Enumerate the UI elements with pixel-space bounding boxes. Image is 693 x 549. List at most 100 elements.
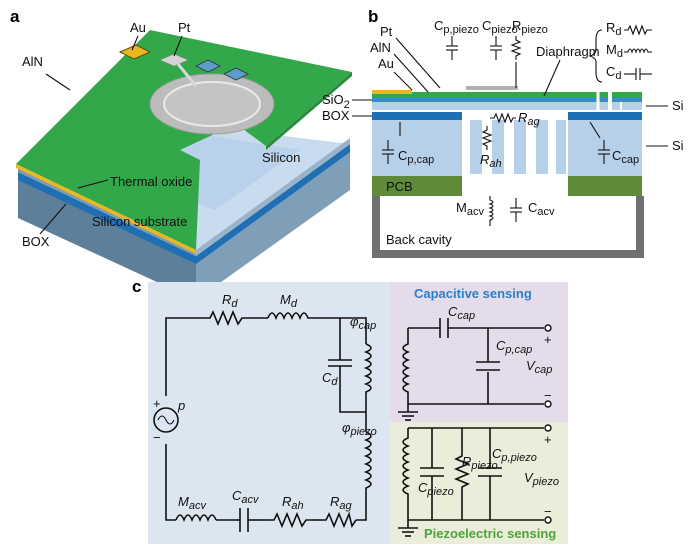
transformer-cap-secondary [402, 328, 411, 404]
label-rah: Rah [282, 494, 304, 512]
vpiezo-minus-sign: − [544, 504, 552, 519]
pcb-left [372, 176, 462, 196]
vcap-terminal-plus[interactable] [544, 324, 552, 332]
label-phi-piezo: φpiezo [342, 420, 377, 438]
vent-hole-1 [195, 59, 221, 73]
mechanical-loop-wires [165, 317, 367, 521]
legend-rd: Rd [606, 20, 622, 38]
label-vcap: Vcap [526, 358, 552, 376]
label-md: Md [280, 292, 298, 310]
source-minus: − [153, 430, 161, 445]
panel-a-letter: a [10, 7, 20, 26]
pressure-source [153, 407, 179, 433]
label-cacv: Cacv [232, 488, 260, 506]
backplate-finger-3 [514, 120, 526, 174]
si-device-step [612, 102, 620, 110]
label-r-ah: Rah [480, 152, 502, 170]
panel-c: c Capacitive sensing Piezoelectric sensi… [132, 277, 568, 544]
r-ah-resistor-symbol [481, 126, 493, 150]
label-rpiezo: Rpiezo [462, 454, 498, 472]
si-block-left [372, 120, 462, 176]
vcap-terminal-minus[interactable] [544, 400, 552, 408]
backplate-finger-5 [556, 120, 566, 174]
aln-top-surface [16, 30, 352, 250]
diaphragm-electrode [163, 81, 261, 127]
vcap-plus-sign: + [544, 332, 552, 347]
panel-b: b PCB Back cavity Pt AlN [322, 7, 684, 258]
label-b-pt: Pt [380, 24, 393, 39]
r-piezo-resistor [453, 452, 471, 490]
si-device-layer [372, 102, 608, 110]
capacitive-network-wires [408, 327, 544, 405]
pt-lead [176, 63, 198, 87]
title-piezoelectric-sensing: Piezoelectric sensing [424, 526, 556, 541]
c-acv-capacitor [236, 508, 258, 532]
label-b-box: BOX [322, 108, 350, 123]
legend-brace [588, 29, 603, 83]
label-sio2: SiO2 [322, 92, 350, 111]
sio2-layer [372, 98, 608, 102]
vent-hole-2 [223, 67, 249, 81]
panel-c-letter: c [132, 277, 141, 296]
label-c-piezo: Cpiezo [482, 18, 518, 36]
r-piezo-resistor-symbol [510, 36, 522, 60]
label-m-acv: Macv [456, 200, 484, 218]
legend-md: Md [606, 42, 623, 60]
aln-edge [16, 164, 196, 254]
bg-piezoelectric [390, 422, 568, 544]
pt-pad [159, 53, 189, 67]
bg-mechanical [148, 282, 390, 544]
source-plus: + [153, 396, 161, 411]
label-ccap: Ccap [448, 304, 475, 322]
backplate-finger-1 [470, 120, 482, 174]
label-rd: Rd [222, 292, 238, 310]
label-b-au: Au [378, 56, 394, 71]
label-pcb: PCB [386, 179, 413, 194]
legend-rd-resistor [624, 24, 652, 36]
m-acv-inductor [175, 514, 217, 523]
label-pt: Pt [178, 20, 191, 35]
label-c-acv: Cacv [528, 200, 555, 218]
si-block-right [568, 120, 642, 176]
pcb-right [568, 176, 642, 196]
label-r-ag: Rag [518, 110, 541, 128]
aln-edge-right [266, 72, 352, 150]
legend-md-inductor [624, 48, 652, 54]
label-si-bottom: Si [672, 138, 684, 153]
label-cp-cap: Cp,cap [398, 148, 434, 166]
box-edge-right [196, 144, 350, 264]
vcap-minus-sign: − [544, 388, 552, 403]
box-layer-left [372, 112, 462, 120]
title-capacitive-sensing: Capacitive sensing [414, 286, 532, 301]
c-acv-capacitor-symbol [510, 198, 522, 222]
substrate-right-face [196, 150, 350, 300]
transformer-piezo-secondary [402, 428, 411, 520]
arrow-au [131, 35, 139, 51]
vpiezo-terminal-plus[interactable] [544, 424, 552, 432]
transformer-piezo-primary [363, 431, 372, 490]
arrow-thermal-oxide [77, 179, 109, 189]
panel-b-letter: b [368, 7, 378, 26]
label-aln: AlN [22, 54, 43, 69]
label-au: Au [130, 20, 146, 35]
si-device-layer-right [622, 102, 642, 110]
md-inductor [267, 312, 314, 321]
arrow-b-au [393, 71, 413, 91]
arrow-c-cap [589, 121, 601, 139]
r-ag-resistor [322, 511, 357, 529]
label-silicon: Silicon [262, 150, 300, 165]
pt-electrode [466, 86, 518, 90]
label-source-p: p [177, 398, 185, 413]
vpiezo-terminal-minus[interactable] [544, 516, 552, 524]
c-piezo-capacitor [420, 467, 444, 477]
silicon-layer-edge-right [196, 138, 350, 256]
label-box: BOX [22, 234, 50, 249]
c-cap-capacitor-symbol [598, 140, 610, 164]
m-acv-inductor-symbol [488, 196, 494, 226]
ground-piezo [398, 520, 418, 537]
label-phi-cap: φcap [350, 314, 376, 332]
arrow-b-aln [393, 53, 429, 93]
arrow-pt [173, 35, 183, 57]
c-piezo-capacitor-symbol [490, 36, 502, 60]
